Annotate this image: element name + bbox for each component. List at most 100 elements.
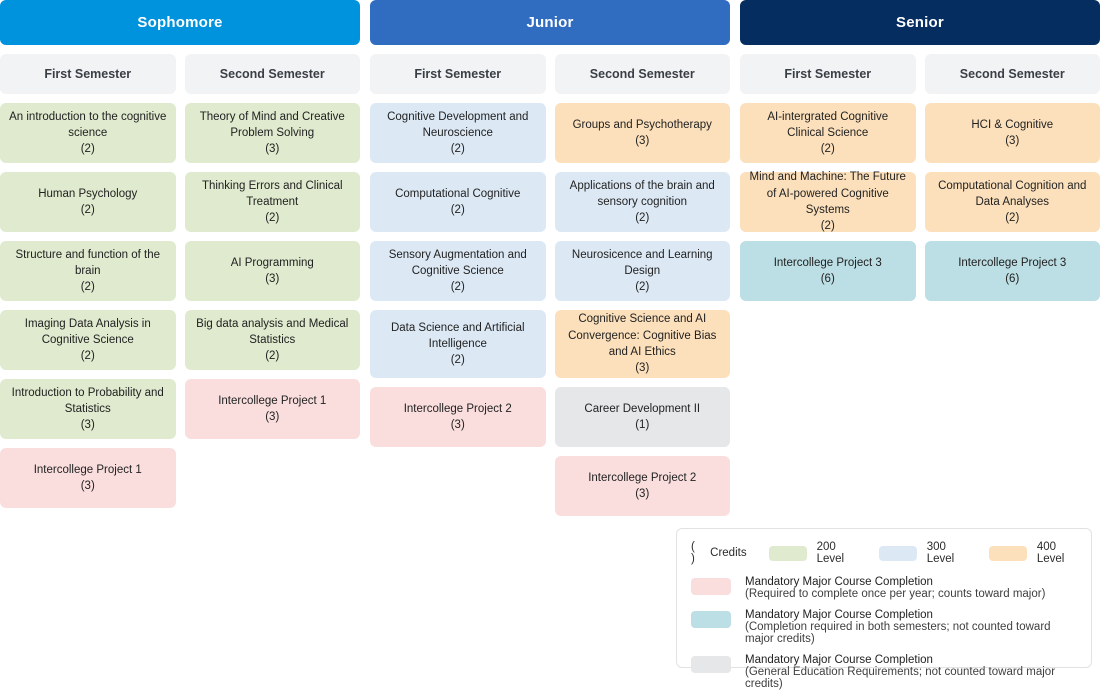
semester-header: First Semester — [0, 54, 176, 94]
course-title: AI-intergrated Cognitive Clinical Scienc… — [749, 109, 907, 142]
legend-label-400-level: 400 Level — [1037, 541, 1077, 565]
course-card[interactable]: Intercollege Project 3(6) — [740, 241, 916, 301]
course-title: Introduction to Probability and Statisti… — [9, 385, 167, 418]
legend-panel: ( ) Credits 200 Level 300 Level 400 Leve… — [676, 528, 1092, 668]
course-credits: (2) — [451, 202, 465, 218]
course-title: Data Science and Artificial Intelligence — [379, 320, 537, 353]
course-credits: (6) — [821, 271, 835, 287]
course-credits: (3) — [635, 133, 649, 149]
course-credits: (3) — [81, 478, 95, 494]
course-card[interactable]: Introduction to Probability and Statisti… — [0, 379, 176, 439]
course-title: Cognitive Science and AI Convergence: Co… — [564, 311, 722, 360]
legend-swatch-400-level — [989, 546, 1027, 561]
course-card[interactable]: Applications of the brain and sensory co… — [555, 172, 731, 232]
course-card[interactable]: Career Development II(1) — [555, 387, 731, 447]
course-card[interactable]: AI Programming(3) — [185, 241, 361, 301]
course-credits: (2) — [81, 141, 95, 157]
course-credits: (2) — [265, 210, 279, 226]
course-card[interactable]: An introduction to the cognitive science… — [0, 103, 176, 163]
course-card[interactable]: AI-intergrated Cognitive Clinical Scienc… — [740, 103, 916, 163]
course-credits: (2) — [451, 352, 465, 368]
course-credits: (1) — [635, 417, 649, 433]
course-title: Cognitive Development and Neuroscience — [379, 109, 537, 142]
course-title: Applications of the brain and sensory co… — [564, 178, 722, 211]
course-card[interactable]: Intercollege Project 3(6) — [925, 241, 1100, 301]
course-card[interactable]: Neurosicence and Learning Design(2) — [555, 241, 731, 301]
semester-header: First Semester — [740, 54, 916, 94]
semester-column: First Semester An introduction to the cog… — [0, 54, 176, 517]
year-header-junior: Junior — [370, 0, 730, 45]
course-title: Theory of Mind and Creative Problem Solv… — [194, 109, 352, 142]
legend-note-mandatory-both-semesters: Mandatory Major Course Completion (Compl… — [691, 609, 1077, 645]
course-card[interactable]: Computational Cognitive(2) — [370, 172, 546, 232]
course-card[interactable]: Cognitive Science and AI Convergence: Co… — [555, 310, 731, 378]
course-title: Imaging Data Analysis in Cognitive Scien… — [9, 316, 167, 349]
year-header-sophomore: Sophomore — [0, 0, 360, 45]
course-card[interactable]: Computational Cognition and Data Analyse… — [925, 172, 1100, 232]
course-credits: (2) — [81, 202, 95, 218]
legend-swatch-200-level — [769, 546, 807, 561]
course-credits: (3) — [265, 271, 279, 287]
course-credits: (2) — [81, 348, 95, 364]
course-title: Intercollege Project 2 — [588, 470, 696, 486]
semester-header: Second Semester — [555, 54, 731, 94]
course-card[interactable]: Data Science and Artificial Intelligence… — [370, 310, 546, 378]
legend-note-detail: (Required to complete once per year; cou… — [745, 588, 1045, 600]
course-title: Mind and Machine: The Future of AI-power… — [749, 169, 907, 218]
course-card[interactable]: Sensory Augmentation and Cognitive Scien… — [370, 241, 546, 301]
course-title: Computational Cognition and Data Analyse… — [934, 178, 1092, 211]
course-title: AI Programming — [231, 255, 314, 271]
course-card[interactable]: HCI & Cognitive(3) — [925, 103, 1100, 163]
course-card[interactable]: Intercollege Project 1(3) — [0, 448, 176, 508]
legend-note-general-education: Mandatory Major Course Completion (Gener… — [691, 654, 1077, 690]
course-card[interactable]: Mind and Machine: The Future of AI-power… — [740, 172, 916, 232]
course-card[interactable]: Big data analysis and Medical Statistics… — [185, 310, 361, 370]
course-title: Career Development II — [584, 401, 700, 417]
course-credits: (2) — [81, 279, 95, 295]
course-card[interactable]: Imaging Data Analysis in Cognitive Scien… — [0, 310, 176, 370]
course-credits: (6) — [1005, 271, 1019, 287]
legend-label-200-level: 200 Level — [817, 541, 857, 565]
course-credits: (2) — [635, 279, 649, 295]
legend-note-detail: (Completion required in both semesters; … — [745, 621, 1077, 645]
legend-note-mandatory-yearly: Mandatory Major Course Completion (Requi… — [691, 576, 1077, 600]
course-credits: (3) — [635, 360, 649, 376]
course-title: Human Psychology — [38, 186, 137, 202]
semester-header: Second Semester — [925, 54, 1100, 94]
course-credits: (3) — [1005, 133, 1019, 149]
credits-symbol: ( ) — [691, 541, 702, 565]
course-credits: (2) — [821, 141, 835, 157]
course-card[interactable]: Intercollege Project 2(3) — [555, 456, 731, 516]
legend-swatch-mandatory-both-semesters — [691, 611, 731, 628]
course-credits: (3) — [265, 141, 279, 157]
course-credits: (3) — [265, 409, 279, 425]
credits-label: Credits — [710, 547, 746, 559]
course-card[interactable]: Structure and function of the brain(2) — [0, 241, 176, 301]
course-credits: (2) — [451, 141, 465, 157]
course-card[interactable]: Cognitive Development and Neuroscience(2… — [370, 103, 546, 163]
course-title: Groups and Psychotherapy — [573, 117, 712, 133]
course-card[interactable]: Human Psychology(2) — [0, 172, 176, 232]
course-card[interactable]: Groups and Psychotherapy(3) — [555, 103, 731, 163]
legend-note-detail: (General Education Requirements; not cou… — [745, 666, 1077, 690]
course-title: Intercollege Project 2 — [404, 401, 512, 417]
course-card[interactable]: Intercollege Project 2(3) — [370, 387, 546, 447]
course-title: Big data analysis and Medical Statistics — [194, 316, 352, 349]
course-title: Neurosicence and Learning Design — [564, 247, 722, 280]
course-title: Intercollege Project 3 — [958, 255, 1066, 271]
legend-note-title: Mandatory Major Course Completion — [745, 654, 1077, 666]
course-card[interactable]: Theory of Mind and Creative Problem Solv… — [185, 103, 361, 163]
course-credits: (2) — [451, 279, 465, 295]
course-credits: (2) — [821, 218, 835, 234]
course-card[interactable]: Thinking Errors and Clinical Treatment(2… — [185, 172, 361, 232]
course-title: An introduction to the cognitive science — [9, 109, 167, 142]
legend-swatch-300-level — [879, 546, 917, 561]
course-card[interactable]: Intercollege Project 1(3) — [185, 379, 361, 439]
